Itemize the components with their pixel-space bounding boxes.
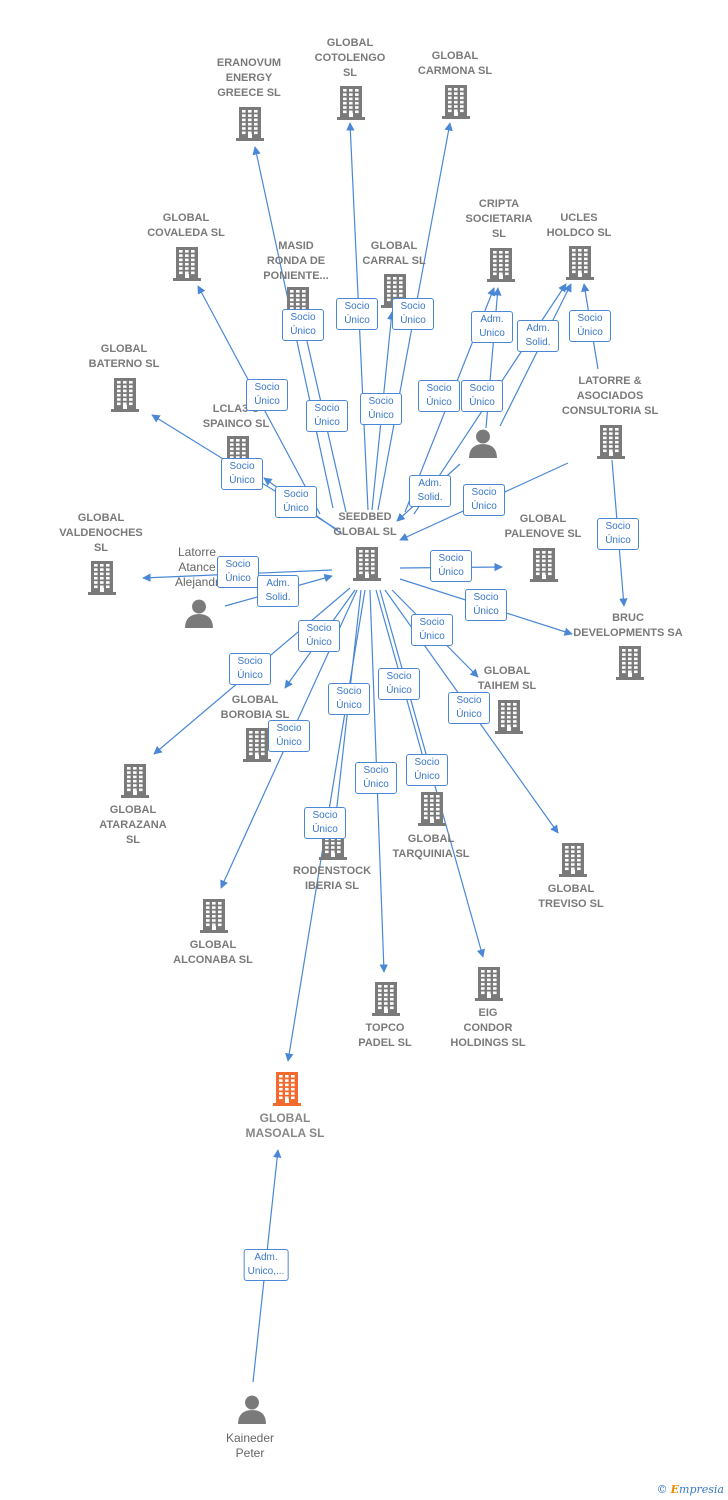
edge-label-seedbed-carmona[interactable]: Socio Único bbox=[392, 298, 434, 330]
edge-label-person-mid-ucles[interactable]: Adm. Solid. bbox=[517, 320, 559, 352]
brand-initial: E bbox=[670, 1483, 680, 1496]
node-label: ERANOVUM ENERGY GREECE SL bbox=[216, 57, 282, 99]
edge-label-latorre-asoc-bruc[interactable]: Socio Único bbox=[597, 518, 639, 550]
person-icon bbox=[468, 428, 498, 463]
edge-label-seedbed-taihem[interactable]: Socio Único bbox=[411, 614, 453, 646]
edge-label-seedbed-bruc[interactable]: Socio Único bbox=[465, 589, 507, 621]
building-icon bbox=[372, 980, 400, 1021]
node-label: GLOBAL CARRAL SL bbox=[362, 240, 426, 267]
node-label: TOPCO PADEL SL bbox=[358, 1022, 412, 1049]
node-label: GLOBAL CARMONA SL bbox=[417, 50, 493, 77]
edge-label-latorre-asoc-ucles[interactable]: Socio Único bbox=[569, 310, 611, 342]
building-icon bbox=[530, 546, 558, 587]
building-icon bbox=[243, 726, 271, 767]
edge-label-seedbed-lcla3[interactable]: Socio Único bbox=[275, 486, 317, 518]
building-icon bbox=[418, 790, 446, 831]
node-label: GLOBAL COVALEDA SL bbox=[147, 212, 225, 239]
edge-label-latorre-atance-seedbed[interactable]: Adm. Solid. bbox=[257, 575, 299, 607]
node-label: Latorre Atance Alejandr bbox=[174, 545, 220, 589]
node-label: RODENSTOCK IBERIA SL bbox=[292, 865, 372, 892]
node-label: GLOBAL COTOLENGO SL bbox=[314, 37, 386, 79]
edge-label-seedbed-topco[interactable]: Socio Único bbox=[355, 762, 397, 794]
edge-label-seedbed-eig[interactable]: Socio Único bbox=[406, 754, 448, 786]
building-icon bbox=[200, 897, 228, 938]
node-label: SEEDBED GLOBAL SL bbox=[333, 511, 397, 538]
edge-label-seedbed-covaleda[interactable]: Socio Único bbox=[246, 379, 288, 411]
building-icon bbox=[487, 246, 515, 287]
building-icon bbox=[616, 644, 644, 685]
node-label: UCLES HOLDCO SL bbox=[546, 212, 612, 239]
node-label: GLOBAL VALDENOCHES SL bbox=[59, 512, 143, 554]
node-label: CRIPTA SOCIETARIA SL bbox=[465, 198, 533, 240]
node-label: MASID RONDA DE PONIENTE... bbox=[263, 240, 329, 282]
building-icon bbox=[442, 83, 470, 124]
building-icon bbox=[597, 423, 625, 464]
building-icon bbox=[353, 545, 381, 586]
edge-label-seedbed-masid[interactable]: Socio Único bbox=[306, 400, 348, 432]
building-icon bbox=[111, 376, 139, 417]
edge-label-seedbed-atarazana[interactable]: Socio Único bbox=[229, 653, 271, 685]
edge-label-person-mid-cripta[interactable]: Adm. Unico bbox=[471, 311, 513, 343]
node-label: GLOBAL ATARAZANA SL bbox=[99, 804, 167, 846]
edge-label-seedbed-borobia[interactable]: Socio Único bbox=[298, 620, 340, 652]
node-label: EIG CONDOR HOLDINGS SL bbox=[450, 1007, 526, 1049]
edge-label-seedbed-palenove[interactable]: Socio Único bbox=[430, 550, 472, 582]
edge-label-latorre-atance-valdenoches[interactable]: Socio Único bbox=[217, 556, 259, 588]
edge-label-seedbed-treviso[interactable]: Socio Único bbox=[448, 692, 490, 724]
building-icon bbox=[559, 841, 587, 882]
node-label: LATORRE & ASOCIADOS CONSULTORIA SL bbox=[561, 375, 659, 417]
person-icon bbox=[184, 598, 214, 633]
edge-person-mid-ucles bbox=[499, 283, 572, 427]
edge-label-seedbed-cripta[interactable]: Socio Único bbox=[418, 380, 460, 412]
node-label: GLOBAL TAIHEM SL bbox=[477, 665, 537, 692]
building-icon bbox=[475, 965, 503, 1006]
copyright-symbol: © bbox=[656, 1483, 668, 1496]
edge-label-person-mid-seedbed[interactable]: Adm. Solid. bbox=[409, 475, 451, 507]
edge-label-seedbed-alconaba[interactable]: Socio Único bbox=[268, 720, 310, 752]
edge-label-latorre-asoc-seedbed[interactable]: Socio Único bbox=[463, 484, 505, 516]
brand-name: mpresia bbox=[679, 1483, 724, 1496]
building-icon bbox=[495, 698, 523, 739]
focus-building-icon bbox=[273, 1070, 301, 1111]
node-label: BRUC DEVELOPMENTS SA bbox=[573, 612, 683, 639]
building-icon bbox=[337, 84, 365, 125]
edge-label-seedbed-rodenstock[interactable]: Socio Único bbox=[328, 683, 370, 715]
edge-label-seedbed-carral[interactable]: Socio Único bbox=[360, 393, 402, 425]
edge-label-seedbed-tarquinia[interactable]: Socio Único bbox=[378, 668, 420, 700]
edge-label-seedbed-masoala[interactable]: Socio Único bbox=[304, 807, 346, 839]
node-label: GLOBAL MASOALA SL bbox=[245, 1111, 325, 1140]
edge-label-seedbed-baterno[interactable]: Socio Único bbox=[221, 458, 263, 490]
building-icon bbox=[566, 244, 594, 285]
edge-label-kaineder-masoala[interactable]: Adm. Unico,... bbox=[243, 1249, 289, 1281]
node-label: GLOBAL BOROBIA SL bbox=[220, 694, 290, 721]
building-icon bbox=[121, 762, 149, 803]
building-icon bbox=[173, 245, 201, 286]
edge-label-seedbed-ucles[interactable]: Socio Único bbox=[461, 380, 503, 412]
edge-label-seedbed-cotolengo[interactable]: Socio Único bbox=[336, 298, 378, 330]
empresia-watermark[interactable]: ©Empresia bbox=[657, 1483, 724, 1496]
person-icon bbox=[237, 1394, 267, 1429]
node-label: Kaineder Peter bbox=[225, 1431, 275, 1460]
edge-label-seedbed-eranovum[interactable]: Socio Único bbox=[282, 309, 324, 341]
node-label: GLOBAL BATERNO SL bbox=[88, 343, 160, 370]
building-icon bbox=[236, 105, 264, 146]
node-label: GLOBAL TARQUINIA SL bbox=[392, 833, 470, 860]
node-label: GLOBAL TREVISO SL bbox=[538, 883, 604, 910]
building-icon bbox=[88, 559, 116, 600]
node-label: GLOBAL ALCONABA SL bbox=[173, 939, 253, 966]
node-label: GLOBAL PALENOVE SL bbox=[504, 513, 582, 540]
